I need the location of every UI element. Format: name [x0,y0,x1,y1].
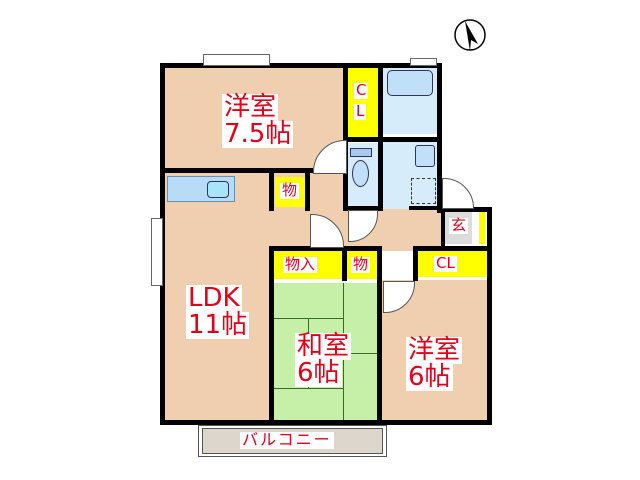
wall [441,207,445,249]
storage-2-label: 物 [351,255,371,273]
wall [437,207,492,212]
storage-1-label: 物 [280,181,300,199]
door-arc [442,178,474,209]
closet-1-label-c: C [354,81,369,99]
wall [305,171,310,211]
washbasin [415,145,435,167]
balcony-label: バルコニー [240,430,334,449]
shoe-cabinet [479,212,485,244]
storage-closet-label: 物入 [283,255,318,273]
wall [160,420,492,425]
western-room-1-size: 7.5帖 [222,119,294,149]
wall [342,246,347,281]
wall [377,246,382,424]
closet-1-label-l: L [354,102,367,120]
wall [160,63,384,68]
kitchen-sink [207,181,229,198]
wall [413,246,492,251]
wall [413,246,418,281]
entrance-label: 玄 [449,216,469,234]
western-room-2-size: 6帖 [406,362,453,392]
tatami-line [344,353,378,354]
wall [343,206,383,210]
japanese-room-name: 和室 [295,331,352,361]
wall [269,246,274,424]
western-room-1-name: 洋室 [222,92,279,122]
western-room-2-name: 洋室 [406,335,463,365]
wall [269,246,382,251]
window-ldk [151,218,163,286]
ldk-size: 11帖 [186,310,250,340]
compass [453,18,487,52]
japanese-room-size: 6帖 [295,358,342,388]
wall [163,168,313,173]
wall [343,137,441,142]
washer-space [411,178,436,204]
closet-2-label: CL [434,254,457,272]
toilet-tank [350,148,372,157]
toilet-bowl [352,160,369,187]
wall [409,206,441,210]
ldk-name: LDK [186,283,242,313]
window-top [203,54,270,66]
window-bath [410,58,437,66]
closet-1 [348,66,378,138]
wall [487,207,492,425]
bathtub [387,70,433,96]
north-arrow-icon [454,19,486,51]
tatami-line [274,388,344,389]
tatami-line [274,318,344,319]
wall [269,171,274,211]
